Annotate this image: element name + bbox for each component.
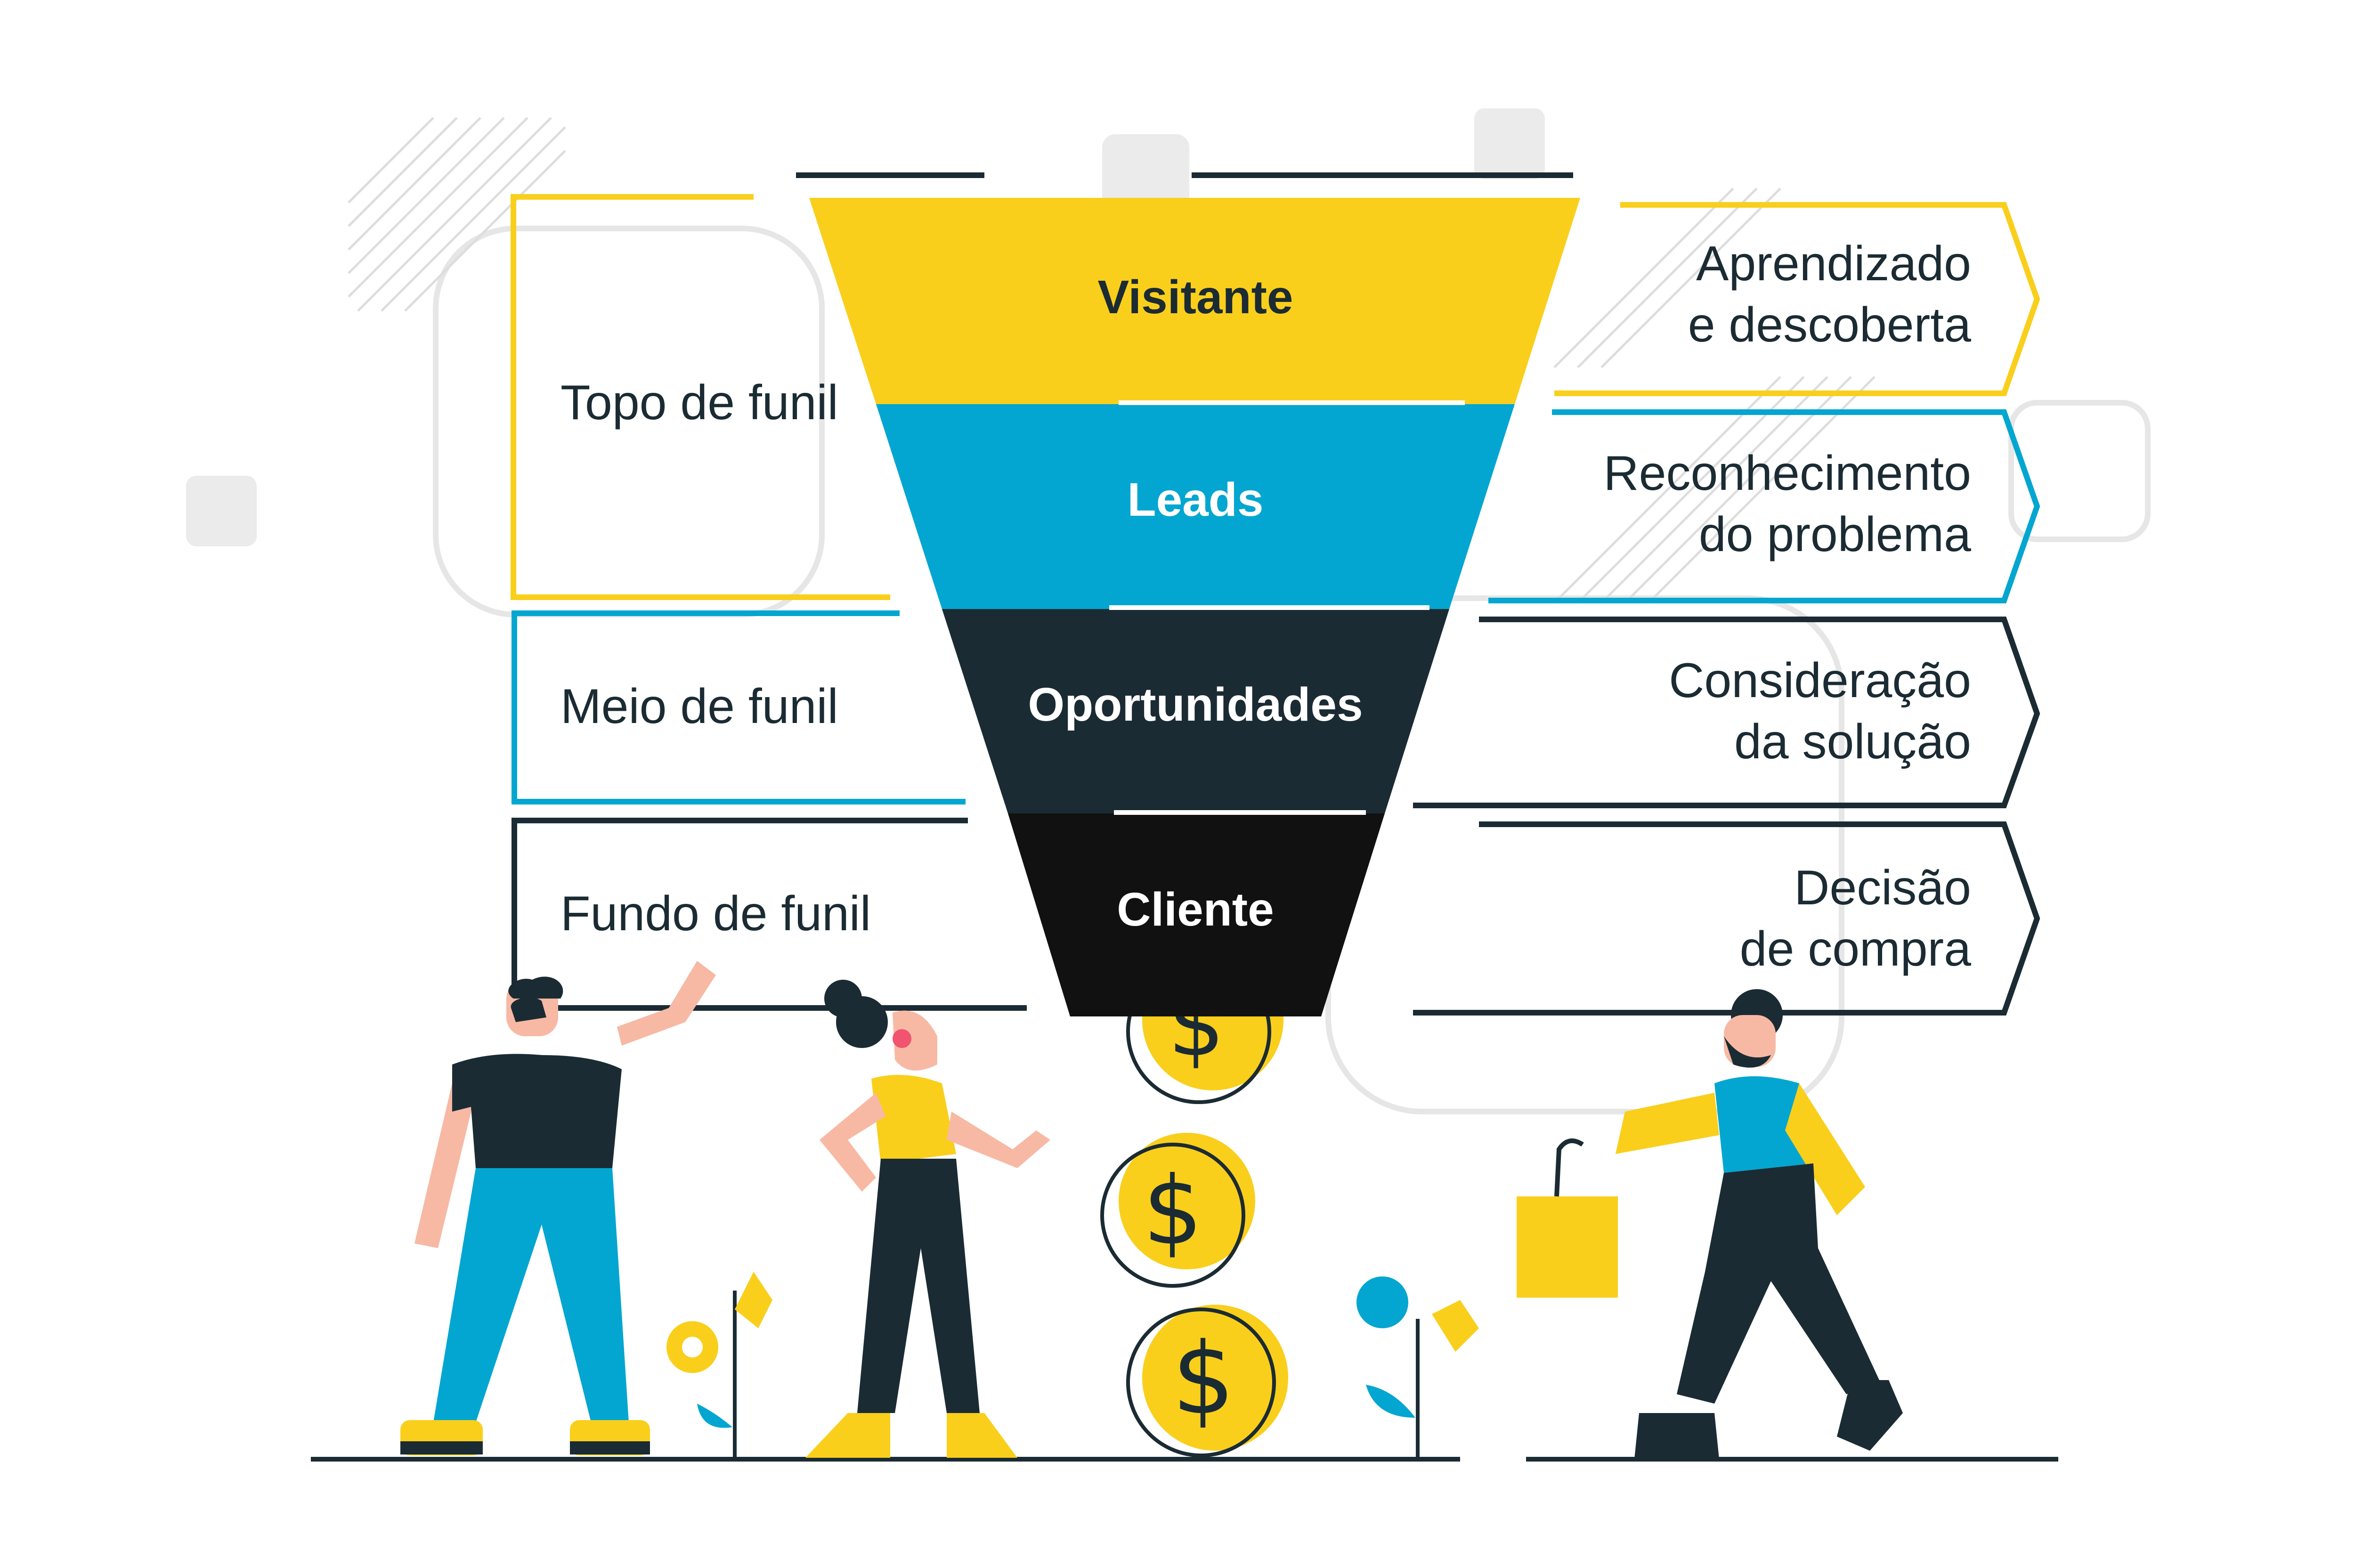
right-arrow-1-line1: Reconhecimento xyxy=(1604,446,1971,501)
person-woman-pointing xyxy=(805,980,1050,1458)
right-arrow-consideracao xyxy=(1413,617,2040,808)
funnel-stage-cliente xyxy=(1008,813,1385,1016)
coin-symbol-bottom: $ xyxy=(1172,1321,1235,1437)
right-arrow-2-line1: Consideração xyxy=(1669,653,1971,708)
funnel-stage-leads xyxy=(876,404,1515,609)
coin-stack: $ $ $ xyxy=(1100,949,1288,1457)
funnel-label-cliente: Cliente xyxy=(1117,883,1274,936)
left-box-fundo xyxy=(512,818,1027,1011)
background-squares xyxy=(186,108,1545,546)
coin-bottom: $ xyxy=(1126,1305,1288,1457)
coin-middle: $ xyxy=(1100,1133,1255,1288)
funnel-label-visitante: Visitante xyxy=(1098,271,1293,324)
left-stage-boxes xyxy=(511,194,1027,1011)
coin-symbol-middle: $ xyxy=(1143,1156,1202,1266)
right-arrow-0-line2: e descoberta xyxy=(1688,298,1971,352)
right-arrow-labels: Aprendizado e descoberta Reconhecimento … xyxy=(1604,236,1972,976)
right-arrow-2-line2: da solução xyxy=(1734,715,1971,769)
plant-right xyxy=(1356,1276,1479,1458)
right-arrow-1-line2: do problema xyxy=(1699,507,1971,562)
right-arrow-decisao xyxy=(1413,821,2040,1016)
right-stage-arrows xyxy=(1413,202,2040,1016)
left-box-label-fundo: Fundo de funil xyxy=(560,886,871,941)
right-arrow-aprendizado xyxy=(1554,202,2040,396)
funnel-stage-oportunidades xyxy=(942,609,1449,813)
person-man-with-bag xyxy=(1517,989,1903,1459)
person-man-waving xyxy=(400,961,716,1455)
left-box-label-topo: Topo de funil xyxy=(560,375,838,430)
funnel-stage-visitante xyxy=(809,198,1580,404)
funnel: Visitante Leads Oportunidades Cliente xyxy=(809,198,1580,1016)
plant-left xyxy=(666,1272,772,1458)
funnel-label-oportunidades: Oportunidades xyxy=(1028,678,1363,731)
funnel-separators xyxy=(1109,400,1465,815)
right-arrow-3-line1: Decisão xyxy=(1794,861,1971,915)
right-arrow-0-line1: Aprendizado xyxy=(1696,236,1971,291)
left-box-topo xyxy=(511,194,890,600)
right-arrow-reconhecimento xyxy=(1488,409,2040,603)
funnel-label-leads: Leads xyxy=(1127,473,1263,526)
left-box-meio xyxy=(512,610,966,804)
right-arrow-3-line2: de compra xyxy=(1740,922,1972,976)
left-box-label-meio: Meio de funil xyxy=(560,679,838,734)
